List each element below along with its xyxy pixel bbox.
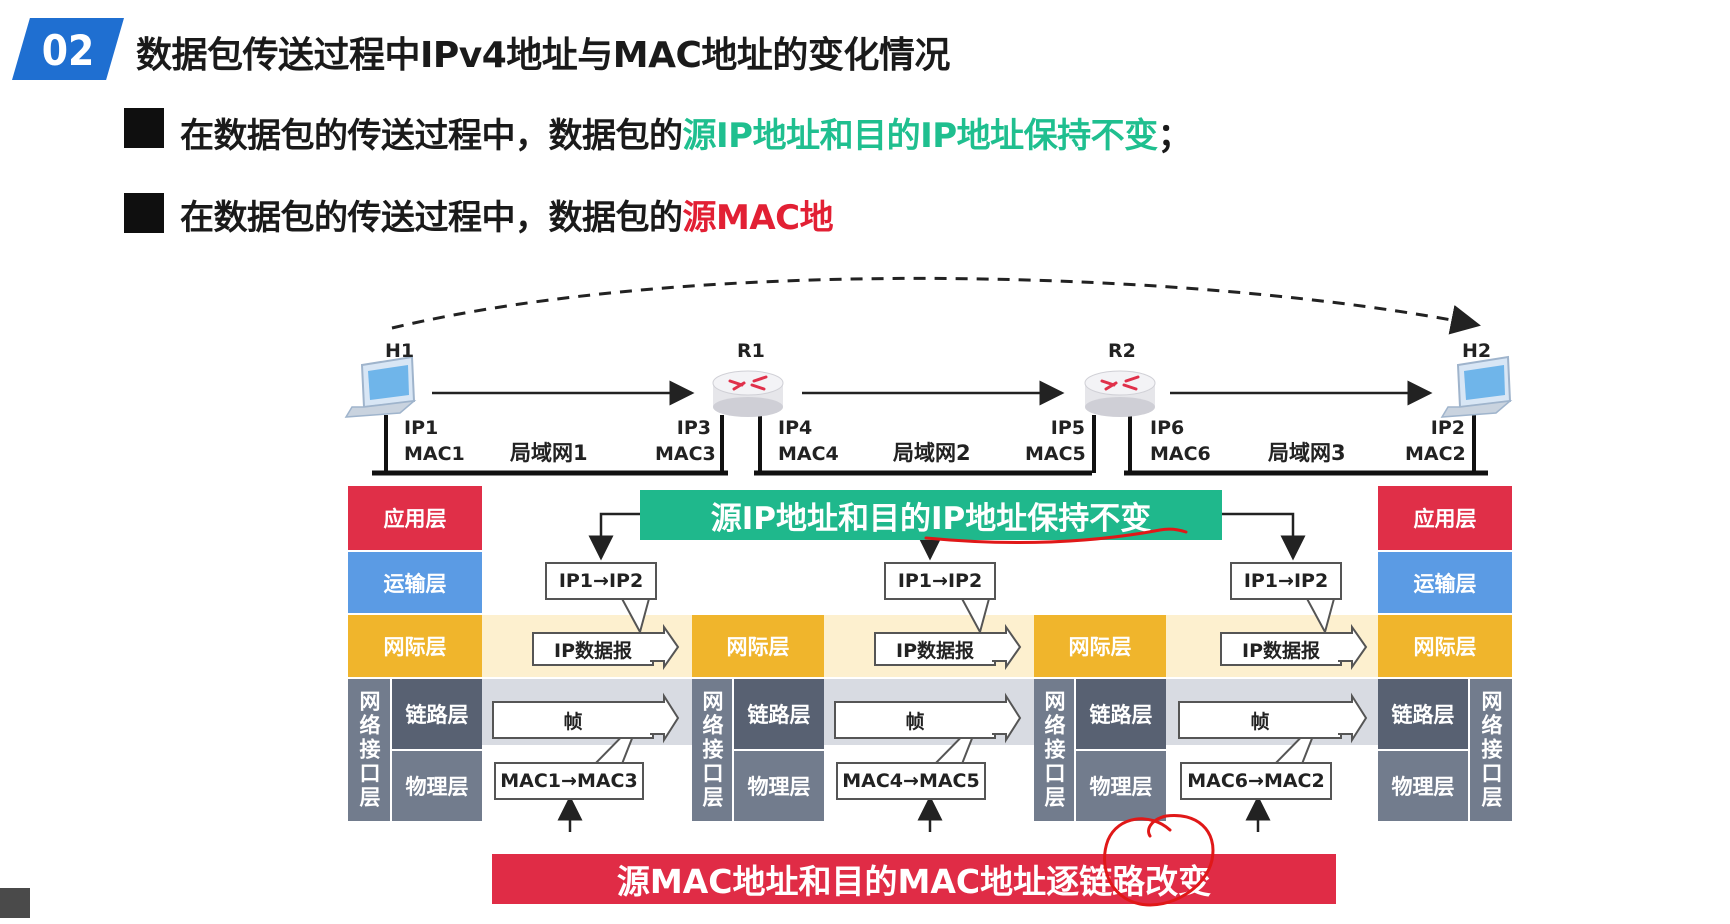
bullet-1-prefix: 在数据包的传送过程中，数据包的 — [180, 116, 683, 156]
laptop-icon — [1440, 355, 1513, 418]
layer-network: 网际层 — [692, 615, 824, 677]
mac-pair-box: MAC6→MAC2 — [1180, 762, 1332, 800]
node-label-h1: H1 — [385, 340, 415, 362]
layer-transport: 运输层 — [1378, 552, 1512, 613]
section-number: 02 — [41, 26, 95, 75]
node-label-h2: H2 — [1462, 340, 1492, 362]
layer-network: 网际层 — [348, 615, 482, 677]
bullet-square-icon — [124, 108, 164, 148]
layer-netif: 网络接口层 — [348, 679, 390, 821]
red-underline-stroke — [924, 527, 1188, 544]
frame-box: 帧 — [492, 701, 654, 739]
ip-pair-box: IP1→IP2 — [884, 562, 996, 600]
router-icon — [1084, 370, 1156, 417]
ip-label: IP3 — [676, 417, 711, 439]
bullet-2-prefix: 在数据包的传送过程中，数据包的 — [180, 198, 683, 238]
frame-arrowhead-icon — [650, 692, 680, 744]
bullet-1-highlight: 源IP地址和目的IP地址保持不变 — [682, 116, 1159, 156]
mac-pair-box: MAC4→MAC5 — [836, 762, 986, 800]
layer-physical: 物理层 — [392, 751, 482, 821]
mac-label: MAC4 — [778, 443, 839, 465]
bullet-2: 在数据包的传送过程中，数据包的源MAC地 — [180, 190, 834, 239]
bullet-2-highlight: 源MAC地 — [682, 198, 834, 238]
lan-label-3: 局域网3 — [1268, 441, 1346, 465]
ip-label: IP1 — [404, 417, 439, 439]
red-circle-stroke — [1103, 813, 1215, 907]
frame-box: 帧 — [834, 701, 996, 739]
mac-changed-banner: 源MAC地址和目的MAC地址逐链路改变 — [492, 854, 1336, 904]
mac-label: MAC5 — [1025, 443, 1086, 465]
ip-pair-box: IP1→IP2 — [545, 562, 657, 600]
datagram-arrowhead-icon — [650, 623, 680, 671]
layer-application: 应用层 — [348, 486, 482, 550]
lan-label-2: 局域网2 — [893, 441, 971, 465]
node-label-r2: R2 — [1108, 340, 1136, 362]
layer-application: 应用层 — [1378, 486, 1512, 550]
ip-pair-box: IP1→IP2 — [1230, 562, 1342, 600]
page-title: 数据包传送过程中IPv4地址与MAC地址的变化情况 — [136, 35, 950, 76]
bullet-square-icon — [124, 193, 164, 233]
bullet-1: 在数据包的传送过程中，数据包的源IP地址和目的IP地址保持不变； — [180, 108, 1192, 157]
layer-netif: 网络接口层 — [692, 679, 732, 821]
layer-network: 网际层 — [1378, 615, 1512, 677]
layer-netif: 网络接口层 — [1470, 679, 1512, 821]
ip-label: IP2 — [1430, 417, 1465, 439]
layer-transport: 运输层 — [348, 552, 482, 613]
end-to-end-dashed-arc — [391, 276, 1481, 335]
datagram-arrowhead-icon — [1338, 623, 1368, 671]
layer-network: 网际层 — [1034, 615, 1166, 677]
section-badge: 02 — [12, 18, 124, 80]
layer-physical: 物理层 — [1076, 751, 1166, 821]
ip-label: IP5 — [1050, 417, 1085, 439]
layer-link: 链路层 — [1378, 679, 1468, 749]
layer-physical: 物理层 — [1378, 751, 1468, 821]
layer-physical: 物理层 — [734, 751, 824, 821]
mac-label: MAC1 — [404, 443, 465, 465]
layer-netif: 网络接口层 — [1034, 679, 1074, 821]
layer-link: 链路层 — [1076, 679, 1166, 749]
bullet-1-suffix: ； — [1157, 116, 1192, 156]
node-label-r1: R1 — [737, 340, 765, 362]
mac-label: MAC2 — [1405, 443, 1466, 465]
mac-label: MAC3 — [655, 443, 716, 465]
ip-unchanged-banner: 源IP地址和目的IP地址保持不变 — [640, 490, 1222, 540]
laptop-icon — [344, 355, 417, 418]
layer-link: 链路层 — [734, 679, 824, 749]
ip-datagram-box: IP数据报 — [874, 632, 996, 666]
mac-pair-box: MAC1→MAC3 — [494, 762, 644, 800]
ip-label: IP4 — [778, 417, 813, 439]
frame-arrowhead-icon — [1338, 692, 1368, 744]
mac-label: MAC6 — [1150, 443, 1211, 465]
lan-label-1: 局域网1 — [510, 441, 588, 465]
video-control-handle[interactable] — [0, 888, 30, 918]
ip-datagram-box: IP数据报 — [1220, 632, 1342, 666]
ip-label: IP6 — [1150, 417, 1185, 439]
layer-link: 链路层 — [392, 679, 482, 749]
datagram-arrowhead-icon — [992, 623, 1022, 671]
frame-arrowhead-icon — [992, 692, 1022, 744]
ip-datagram-box: IP数据报 — [532, 632, 654, 666]
router-icon — [712, 370, 784, 417]
